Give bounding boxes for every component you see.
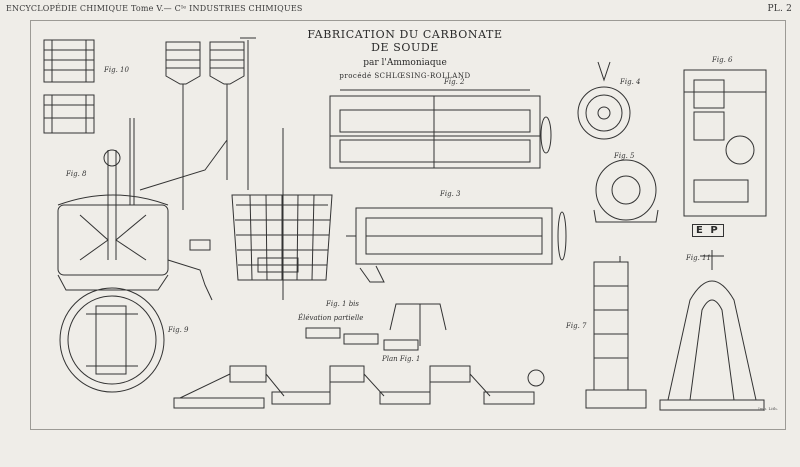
plate-process-name: procédé SCHLŒSING-ROLLAND: [339, 72, 471, 80]
fig6-label: Fig. 6: [712, 56, 733, 64]
basket-tank-drawing: [231, 194, 333, 281]
publisher-monogram: E P: [692, 224, 724, 237]
fig1-plan-drawing: [173, 365, 545, 409]
plate-number: PL. 2: [767, 4, 792, 14]
fig7-label: Fig. 7: [566, 322, 587, 330]
fig7-drawing: [585, 256, 647, 409]
fig9-drawing: [59, 287, 165, 393]
plate-title-block: FABRICATION DU CARBONATE DE SOUDE par l'…: [300, 28, 510, 80]
fig2-drawing: [329, 89, 552, 169]
plate-frame: [30, 20, 786, 430]
fig9-label: Fig. 9: [168, 326, 189, 334]
fig8-label: Fig. 8: [66, 170, 87, 178]
engraver-credit: Imp. Lith.: [758, 406, 778, 411]
fig11-label: Fig. 11: [686, 254, 711, 262]
fig11-drawing: [659, 250, 765, 411]
feed-tanks-drawing: [139, 37, 284, 300]
fig8-drawing: [57, 118, 213, 301]
plan-caption: Plan Fig. 1: [382, 355, 421, 363]
fig2-label: Fig. 2: [444, 78, 465, 86]
fig1bis-drawing: [305, 303, 447, 351]
fig4-drawing: [577, 61, 631, 140]
elevation-caption: Élévation partielle: [298, 314, 364, 322]
fig6-drawing: [683, 69, 767, 217]
plate-subtitle: par l'Ammoniaque: [363, 58, 447, 68]
fig3-drawing: [346, 207, 567, 283]
fig5-label: Fig. 5: [614, 152, 635, 160]
plate-title: FABRICATION DU CARBONATE DE SOUDE: [307, 28, 503, 54]
fig5-drawing: [593, 159, 659, 223]
header-series-title: ENCYCLOPÉDIE CHIMIQUE Tome V.— Cᴵᵉ INDUS…: [6, 4, 303, 13]
fig10-drawing: [43, 39, 95, 134]
fig1bis-label: Fig. 1 bis: [326, 300, 360, 308]
fig10-label: Fig. 10: [104, 66, 129, 74]
fig3-label: Fig. 3: [440, 190, 461, 198]
fig4-label: Fig. 4: [620, 78, 641, 86]
